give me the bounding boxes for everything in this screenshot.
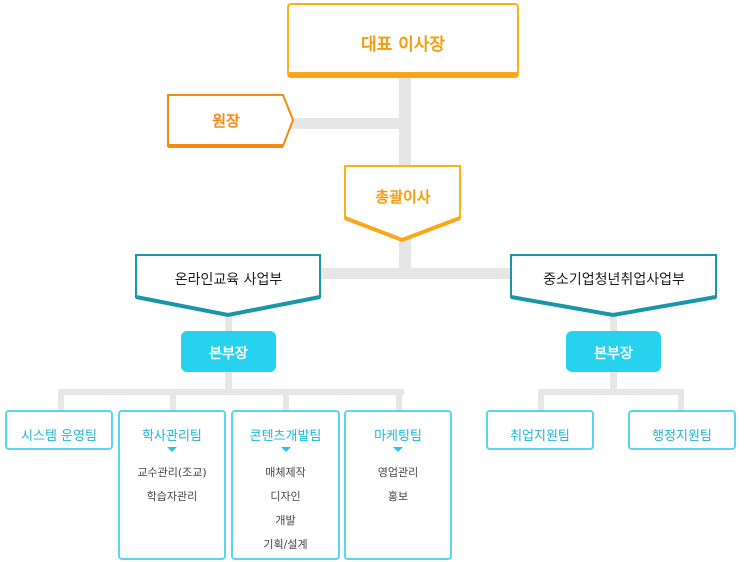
team-academic-label: 학사관리팀 [142,429,202,444]
team-academic-item: 교수관리(조교) [137,466,207,479]
director-shape [167,94,295,147]
division-youth-head: 본부장 [566,331,661,372]
division-online-label: 온라인교육 사업부 [174,272,283,288]
team-employment: 취업지원팀 [486,410,594,450]
team-system-label: 시스템 운영팀 [21,429,97,444]
division-online: 온라인교육 사업부 [136,255,321,297]
executive-label: 총괄이사 [375,188,431,206]
team-content-item: 매체제작 [265,466,306,479]
division-youth: 중소기업청년취업사업부 [511,255,717,297]
division-online-head: 본부장 [181,331,276,372]
division-youth-head-label: 본부장 [594,346,633,362]
team-content-item: 기획/설계 [263,538,308,551]
caret-down-icon [280,447,291,452]
caret-down-icon [167,447,177,452]
team-content-item: 디자인 [270,490,301,503]
team-marketing-item: 영업관리 [377,466,419,479]
ceo-box: 대표 이사장 [287,3,519,78]
team-content-label: 콘텐츠개발팀 [249,429,322,444]
team-content: 콘텐츠개발팀 매체제작 디자인 개발 기획/설계 [231,410,340,560]
ceo-label: 대표 이사장 [360,35,446,55]
team-admin-label: 행정지원팀 [652,429,712,444]
team-academic: 학사관리팀 교수관리(조교) 학습자관리 [118,410,226,560]
team-marketing: 마케팅팀 영업관리 홍보 [344,410,452,560]
executive-box: 총괄이사 [345,166,461,218]
caret-down-icon [393,447,403,452]
division-online-head-label: 본부장 [209,346,248,362]
team-marketing-label: 마케팅팀 [374,429,422,444]
team-academic-item: 학습자관리 [146,490,198,503]
director-box: 원장 [168,95,284,146]
team-system: 시스템 운영팀 [5,410,113,450]
division-youth-label: 중소기업청년취업사업부 [543,272,685,288]
team-admin: 행정지원팀 [628,410,736,450]
team-employment-label: 취업지원팀 [510,429,570,444]
team-marketing-item: 홍보 [387,490,409,503]
team-content-item: 개발 [275,514,296,527]
director-label: 원장 [212,112,240,130]
